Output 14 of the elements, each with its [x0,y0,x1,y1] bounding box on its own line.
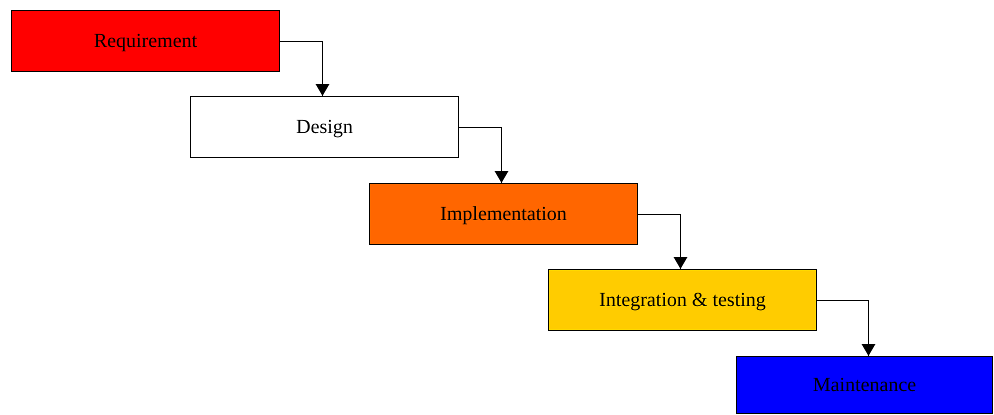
step-label: Integration & testing [599,288,766,312]
step-label: Requirement [94,30,198,52]
arrow [458,127,508,184]
process-box [369,183,638,245]
process-box [736,356,993,414]
process-box [190,96,459,158]
step-label: Implementation [440,202,567,226]
step-label: Maintenance [812,374,916,396]
arrow [638,214,688,270]
step-label: Design [296,116,353,138]
process-box [548,269,817,331]
arrow [816,300,876,356]
arrow [280,41,330,96]
process-box [11,10,280,72]
